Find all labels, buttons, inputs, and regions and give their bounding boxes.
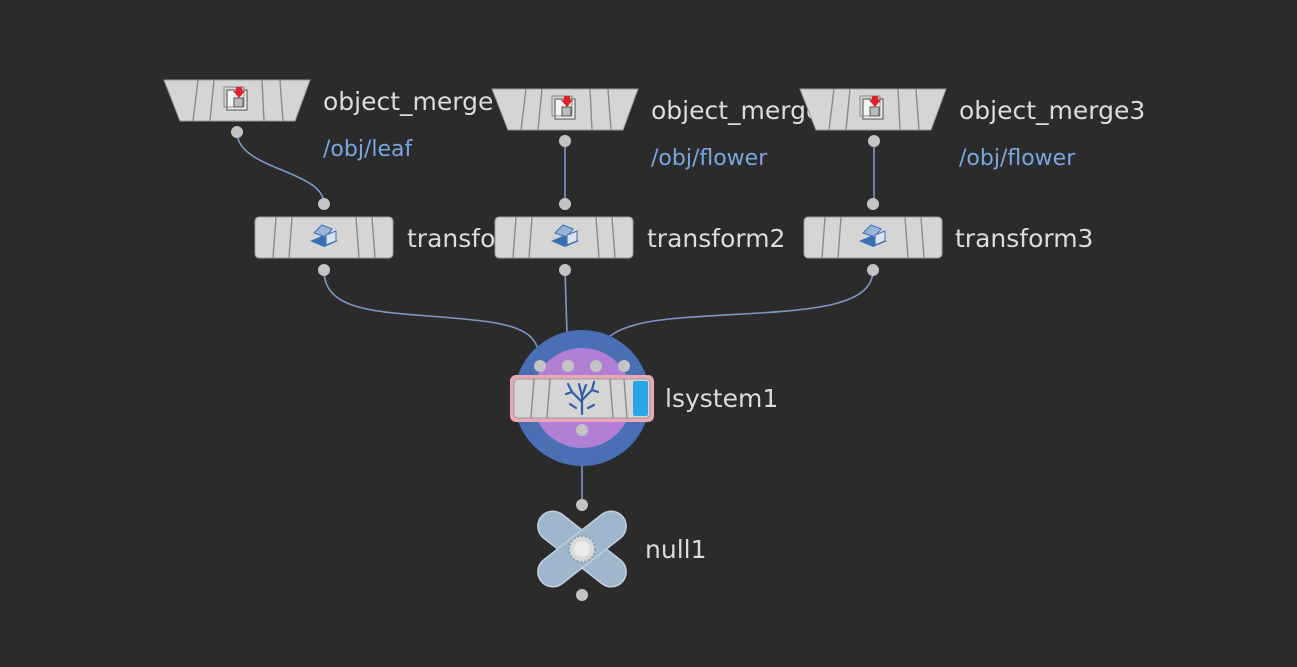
node-transform1[interactable] [254,198,394,276]
node-label: object_merge3 [959,96,1145,125]
node-null1[interactable]: null1 [532,499,707,601]
node-label: object_merge [323,87,493,116]
node-object-merge1[interactable]: object_merge /obj/leaf [163,79,493,162]
output-connector[interactable] [576,424,588,436]
output-connector[interactable] [576,589,588,601]
node-path-label: /obj/leaf [323,137,413,162]
node-label: transform2 [647,224,785,253]
display-flag[interactable] [633,381,648,416]
node-object-merge3[interactable]: object_merge3 /obj/flower [799,88,1145,171]
object-merge-icon [551,95,576,120]
node-label: transform3 [955,224,1093,253]
input-connector[interactable] [534,360,546,372]
object-merge-icon [223,86,248,111]
output-connector[interactable] [318,264,330,276]
input-connector[interactable] [318,198,330,210]
node-path-label: /obj/flower [651,146,768,171]
node-label: object_merge [651,96,821,125]
node-object-merge2[interactable]: object_merge /obj/flower [491,88,821,171]
node-label: transfo [407,224,495,253]
output-connector[interactable] [559,264,571,276]
input-connector[interactable] [590,360,602,372]
output-connector[interactable] [867,264,879,276]
lsystem-tree-icon [564,380,600,416]
wire-transform3-lsystem [596,269,874,366]
node-label: null1 [645,535,707,564]
output-connector[interactable] [868,135,880,147]
output-connector[interactable] [559,135,571,147]
transform1-label-clip: transfo [407,224,495,253]
output-connector[interactable] [231,126,243,138]
input-connector[interactable] [867,198,879,210]
node-label: lsystem1 [665,384,778,413]
null-icon [537,510,627,588]
input-connector[interactable] [559,198,571,210]
transform-icon [310,224,338,247]
input-connector[interactable] [576,499,588,511]
node-transform3[interactable]: transform3 [803,198,1093,276]
node-transform2[interactable]: transform2 [494,198,785,276]
transform-icon [859,224,887,247]
node-lsystem1[interactable]: lsystem1 [510,330,778,466]
input-connector[interactable] [562,360,574,372]
wire-merge1-transform1 [236,131,325,205]
input-connector[interactable] [618,360,630,372]
object-merge-icon [859,95,884,120]
wire-transform1-lsystem [323,269,541,366]
node-path-label: /obj/flower [959,146,1076,171]
transform-icon [551,224,579,247]
